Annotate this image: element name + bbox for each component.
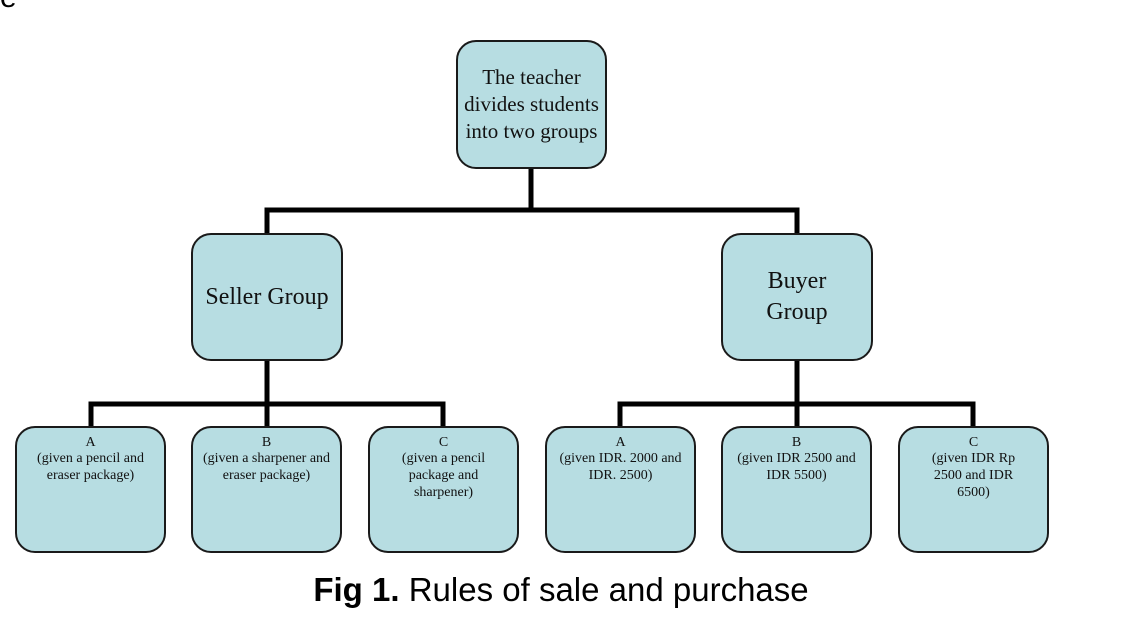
seller-option-b-node: B (given a sharpener and eraser package) [191,426,342,553]
root-node-label: The teacher divides students into two gr… [464,65,599,143]
seller-option-b-text: (given a sharpener and eraser package) [202,451,331,483]
buyer-option-b-letter: B [791,435,802,450]
buyer-option-b-text: (given IDR 2500 and IDR 5500) [737,451,856,483]
seller-option-c-letter: C [438,435,449,450]
buyer-option-a-node: A (given IDR. 2000 and IDR. 2500) [545,426,696,553]
buyer-option-a-text: (given IDR. 2000 and IDR. 2500) [559,451,682,483]
seller-option-a-text: (given a pencil and eraser package) [37,451,144,483]
buyer-option-c-text: (given IDR Rp 2500 and IDR 6500) [931,451,1016,500]
seller-option-c-node: C (given a pencil package and sharpener) [368,426,519,553]
buyer-group-label: Buyer Group [766,268,828,325]
seller-option-a-letter: A [85,435,96,450]
figure-caption-label: Fig 1. [313,571,400,608]
buyer-group-node: Buyer Group [721,233,873,361]
seller-option-c-text: (given a pencil package and sharpener) [401,451,486,500]
seller-option-b-letter: B [261,435,272,450]
seller-option-a-node: A (given a pencil and eraser package) [15,426,166,553]
root-node: The teacher divides students into two gr… [456,40,607,169]
seller-group-label: Seller Group [205,283,329,310]
page-fragment-text: e [0,0,17,13]
buyer-option-c-node: C (given IDR Rp 2500 and IDR 6500) [898,426,1049,553]
buyer-option-c-letter: C [968,435,979,450]
buyer-option-a-letter: A [615,435,626,450]
buyer-option-b-node: B (given IDR 2500 and IDR 5500) [721,426,872,553]
seller-group-node: Seller Group [191,233,343,361]
figure-caption-text: Rules of sale and purchase [399,571,809,608]
figure-caption: Fig 1. Rules of sale and purchase [0,571,1122,609]
